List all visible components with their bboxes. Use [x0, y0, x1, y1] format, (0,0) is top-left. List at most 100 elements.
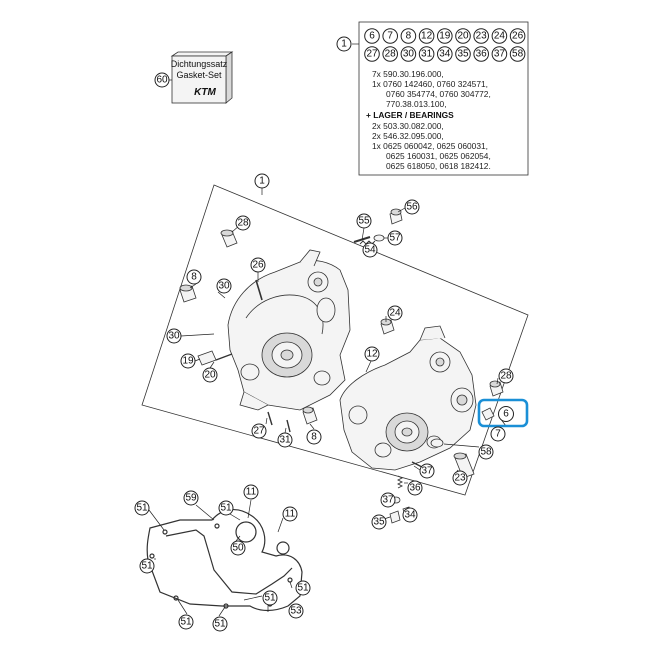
kit-ref-23[interactable]: 23 — [473, 28, 490, 44]
callout-51g-label: 51 — [264, 593, 276, 604]
callout-51f-label: 51 — [214, 619, 226, 630]
kit-ref-34[interactable]: 34 — [437, 46, 453, 62]
kit-ref-36[interactable]: 36 — [473, 46, 490, 62]
kit-ref-20[interactable]: 20 — [455, 28, 471, 44]
callout-37a[interactable]: 37 — [419, 463, 435, 479]
callout-51g[interactable]: 51 — [262, 590, 278, 606]
callout-7-label: 7 — [495, 429, 501, 440]
highlight-frame — [477, 398, 529, 428]
kit-ref-30[interactable]: 30 — [400, 46, 417, 62]
callout-57[interactable]: 57 — [387, 230, 403, 246]
bearing-line-3: 1x 0625 060042, 0625 060031, — [372, 141, 488, 151]
kit-ref-6[interactable]: 6 — [364, 28, 380, 44]
callout-7[interactable]: 7 — [490, 426, 506, 442]
kit-ref-35[interactable]: 35 — [455, 46, 471, 62]
callout-51a[interactable]: 51 — [134, 500, 150, 516]
callout-20[interactable]: 20 — [202, 367, 218, 383]
callout-24[interactable]: 24 — [387, 305, 403, 321]
callout-51e[interactable]: 51 — [178, 614, 194, 630]
callout-53-label: 53 — [290, 606, 302, 617]
callout-kit[interactable]: 1 — [336, 36, 359, 52]
callout-35-label: 35 — [373, 517, 385, 528]
callout-36[interactable]: 36 — [407, 480, 423, 496]
kit-ref-37[interactable]: 37 — [491, 46, 508, 62]
kit-ref-27[interactable]: 27 — [364, 46, 380, 62]
kit-ref-27-label: 27 — [366, 49, 378, 60]
callout-50[interactable]: 50 — [230, 540, 246, 556]
kit-ref-26[interactable]: 26 — [509, 28, 526, 44]
callout-54[interactable]: 54 — [362, 242, 378, 258]
callout-58[interactable]: 58 — [478, 444, 494, 460]
callout-34[interactable]: 34 — [402, 507, 418, 523]
callout-12[interactable]: 12 — [364, 346, 380, 362]
callout-55[interactable]: 55 — [356, 213, 372, 229]
callout-19-label: 19 — [182, 356, 194, 367]
callout-27-label: 27 — [253, 426, 265, 437]
callout-26[interactable]: 26 — [250, 257, 266, 273]
callout-30b[interactable]: 30 — [166, 328, 182, 344]
callout-51a-label: 51 — [136, 503, 148, 514]
crankcase-right-half — [339, 325, 477, 471]
callout-11a[interactable]: 11 — [243, 484, 259, 500]
kit-ref-6-label: 6 — [369, 31, 375, 42]
callout-11a-label: 11 — [246, 487, 257, 498]
callout-28b[interactable]: 28 — [498, 368, 514, 384]
callout-gasket-set[interactable]: 60 — [154, 72, 172, 88]
assembly-frame — [141, 184, 529, 496]
kit-ref-26-label: 26 — [512, 31, 524, 42]
kit-ref-36-label: 36 — [476, 49, 488, 60]
callout-35[interactable]: 35 — [371, 514, 387, 530]
kit-ref-7[interactable]: 7 — [382, 28, 399, 44]
callout-20-label: 20 — [204, 370, 216, 381]
callout-59-label: 59 — [185, 493, 197, 504]
callout-30b-label: 30 — [168, 331, 180, 342]
kit-ref-35-label: 35 — [457, 49, 469, 60]
callout-37b-label: 37 — [382, 495, 394, 506]
callout-51f[interactable]: 51 — [212, 616, 228, 632]
callout-1[interactable]: 1 — [254, 173, 270, 189]
gasket-set-line-2: Gasket-Set — [176, 70, 222, 80]
kit-ref-58[interactable]: 58 — [509, 46, 526, 62]
callout-58-label: 58 — [480, 447, 492, 458]
kit-line-4: 770.38.013.100, — [386, 99, 447, 109]
callout-8a[interactable]: 8 — [186, 269, 202, 285]
callout-23-label: 23 — [454, 473, 466, 484]
callout-28a[interactable]: 28 — [235, 215, 251, 231]
callout-51b[interactable]: 51 — [139, 558, 155, 574]
callout-37a-label: 37 — [421, 466, 433, 477]
callout-23[interactable]: 23 — [452, 470, 468, 486]
callout-59[interactable]: 59 — [183, 490, 199, 506]
callout-51c[interactable]: 51 — [218, 500, 234, 516]
callout-53[interactable]: 53 — [288, 603, 304, 619]
kit-ref-19[interactable]: 19 — [437, 28, 453, 44]
callout-28b-label: 28 — [500, 371, 512, 382]
callout-56[interactable]: 56 — [404, 199, 420, 215]
kit-ref-12-label: 12 — [421, 31, 433, 42]
callout-layer: 1 28 55 56 54 57 26 8 30 24 30 19 20 12 28 6 7 27 31 8 58 37 2… — [134, 173, 514, 632]
kit-ref-24[interactable]: 24 — [491, 28, 508, 44]
kit-ref-8[interactable]: 8 — [400, 28, 417, 44]
kit-ref-37-label: 37 — [494, 49, 506, 60]
callout-6[interactable]: 6 — [498, 406, 514, 422]
callout-8b-label: 8 — [311, 432, 317, 443]
callout-51e-label: 51 — [180, 617, 192, 628]
callout-8b[interactable]: 8 — [306, 429, 322, 445]
callout-30a[interactable]: 30 — [216, 278, 232, 294]
callout-11b[interactable]: 11 — [282, 506, 298, 522]
kit-ref-31[interactable]: 31 — [418, 46, 435, 62]
ktm-logo: KTM — [194, 87, 216, 98]
callout-37b[interactable]: 37 — [380, 492, 396, 508]
callout-31[interactable]: 31 — [277, 432, 293, 448]
callout-51c-label: 51 — [220, 503, 232, 514]
callout-24-label: 24 — [389, 308, 401, 319]
callout-51d[interactable]: 51 — [295, 580, 311, 596]
callout-19[interactable]: 19 — [180, 353, 196, 369]
kit-ref-28[interactable]: 28 — [382, 46, 399, 62]
callout-27[interactable]: 27 — [251, 423, 267, 439]
kit-ref-12[interactable]: 12 — [418, 28, 435, 44]
crankcase-gasket — [146, 509, 303, 612]
